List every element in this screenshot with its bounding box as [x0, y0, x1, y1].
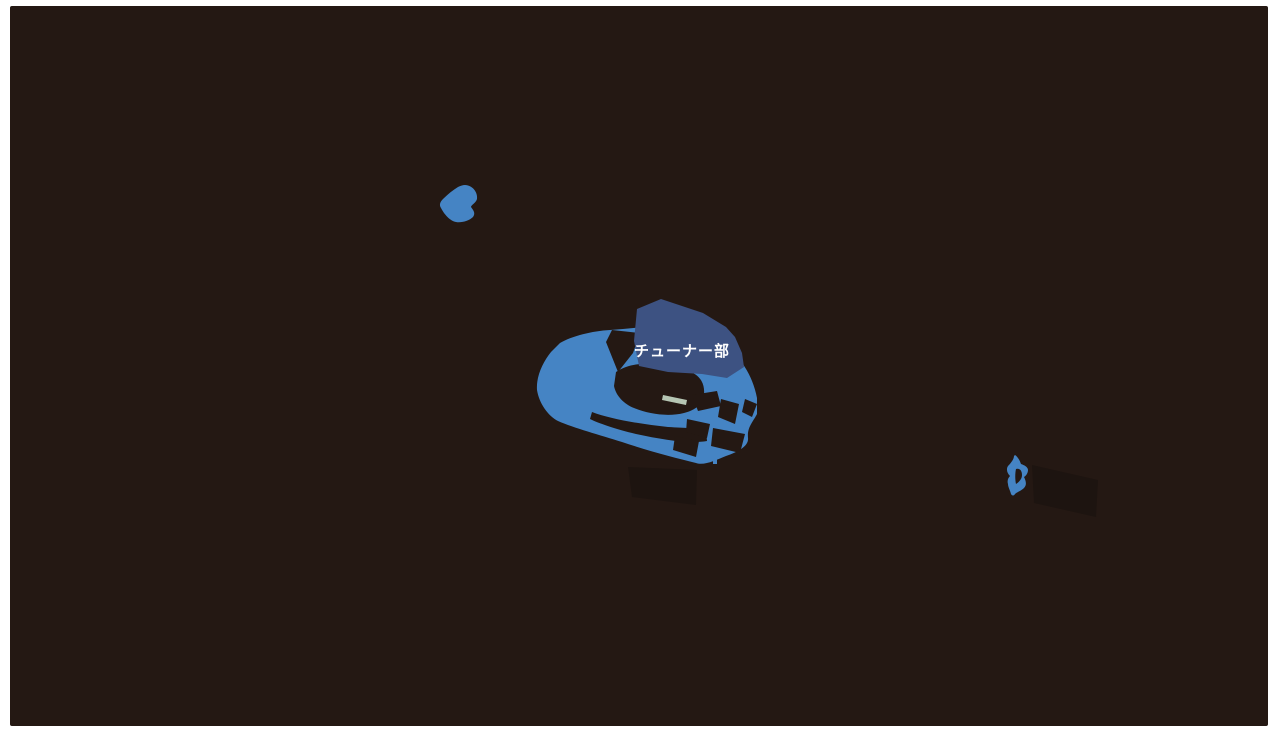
console-button-cutout-2 — [718, 399, 739, 424]
console-band-cutout — [590, 412, 707, 443]
antenna-highlight — [439, 185, 478, 223]
speaker-highlight — [1006, 455, 1028, 496]
seat-shadow — [1032, 465, 1098, 517]
console-button-cutout-5 — [673, 436, 699, 457]
dashboard-cutout-wedge — [606, 330, 640, 372]
console-button-cutout-3 — [686, 419, 710, 438]
console-button-cutout-6 — [742, 399, 757, 417]
tuner-callout-label: チューナー部 — [634, 342, 730, 360]
tuner-callout — [634, 299, 744, 378]
console-button-cutout-4 — [711, 428, 745, 453]
tuner-unit — [662, 395, 687, 405]
console-button-cutout-1 — [692, 391, 721, 411]
console-drop-line — [713, 446, 717, 464]
console-shadow — [628, 467, 697, 505]
